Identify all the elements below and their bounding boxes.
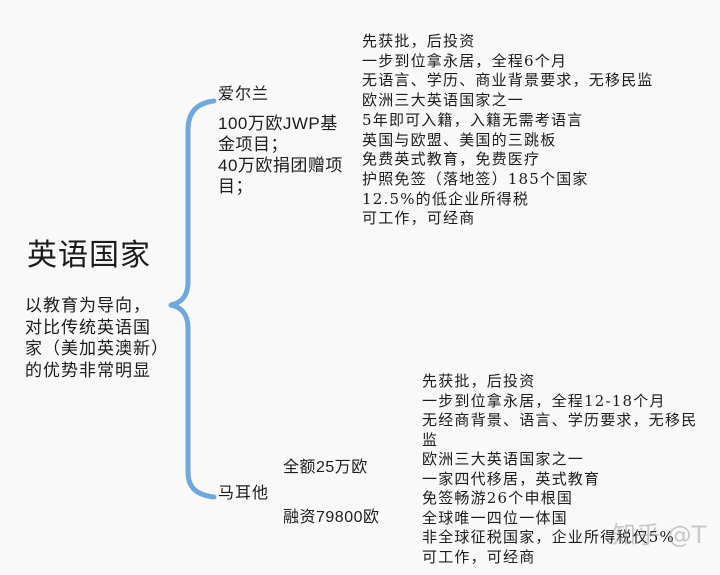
malta-highlight-item: 一家四代移居，英式教育: [422, 469, 601, 488]
watermark-text: 知乎 @T: [612, 521, 707, 549]
curly-brace-path: [168, 98, 217, 500]
ireland-highlight-item: 一步到位拿永居，全程6个月: [362, 51, 568, 70]
malta-highlights: 先获批，后投资 一步到位拿永居，全程12-18个月 无经商背景、语言、学历要求，…: [422, 372, 697, 567]
ireland-highlight-item: 12.5%的低企业所得税: [362, 189, 530, 208]
ireland-highlight-item: 无语言、学历、商业背景要求，无移民监: [362, 71, 654, 90]
root-summary-line: 以教育为导向，: [25, 296, 151, 316]
malta-highlight-item: 免签畅游26个申根国: [422, 489, 574, 507]
ireland-program-line: 目；: [218, 177, 253, 196]
malta-highlight-item: 欧洲三大英语国家之一: [422, 450, 585, 468]
ireland-highlight-item: 可工作，可经商: [362, 209, 476, 228]
malta-option-full: 全额25万欧: [283, 459, 368, 476]
malta-highlight-item: 无经商背景、语言、学历要求，无移民: [422, 411, 698, 429]
ireland-program-line: 金项目；: [218, 135, 288, 154]
ireland-highlight-item: 5年即可入籍，入籍无需考语言: [362, 110, 584, 129]
ireland-highlight-item: 欧洲三大英语国家之一: [362, 91, 525, 110]
root-summary-line: 的优势非常明显: [25, 360, 151, 381]
branch-ireland-name: 爱尔兰: [218, 86, 270, 103]
root-summary: 以教育为导向， 对比传统英语国 家（美加英澳新） 的优势非常明显: [25, 296, 169, 382]
root-summary-line: 家（美加英澳新）: [25, 339, 169, 359]
malta-highlight-item: 一步到位拿永居，全程12-18个月: [422, 391, 666, 410]
malta-option-financed: 融资79800欧: [283, 509, 380, 526]
ireland-program-line: 100万欧JWP基: [218, 114, 338, 133]
ireland-highlight-item: 英国与欧盟、美国的三跳板: [362, 130, 557, 149]
root-summary-line: 对比传统英语国: [25, 317, 151, 338]
ireland-highlight-item: 护照免签（落地签）185个国家: [362, 169, 589, 188]
ireland-program-text: 100万欧JWP基 金项目； 40万欧捐团赠项 目；: [218, 113, 343, 197]
root-title: 英语国家: [27, 238, 151, 273]
malta-highlight-item: 监: [422, 430, 439, 449]
ireland-highlights: 先获批，后投资 一步到位拿永居，全程6个月 无语言、学历、商业背景要求，无移民监…: [362, 32, 654, 229]
malta-highlight-item: 全球唯一四位一体国: [422, 508, 568, 527]
branch-malta-name: 马耳他: [218, 485, 270, 502]
malta-highlight-item: 可工作，可经商: [422, 547, 536, 566]
ireland-highlight-item: 免费英式教育，免费医疗: [362, 150, 541, 169]
ireland-highlight-item: 先获批，后投资: [362, 32, 476, 50]
malta-highlight-item: 先获批，后投资: [422, 372, 536, 390]
ireland-program-line: 40万欧捐团赠项: [218, 156, 343, 175]
malta-highlight-item: 非全球征税国家，企业所得税仅5%: [422, 528, 675, 546]
